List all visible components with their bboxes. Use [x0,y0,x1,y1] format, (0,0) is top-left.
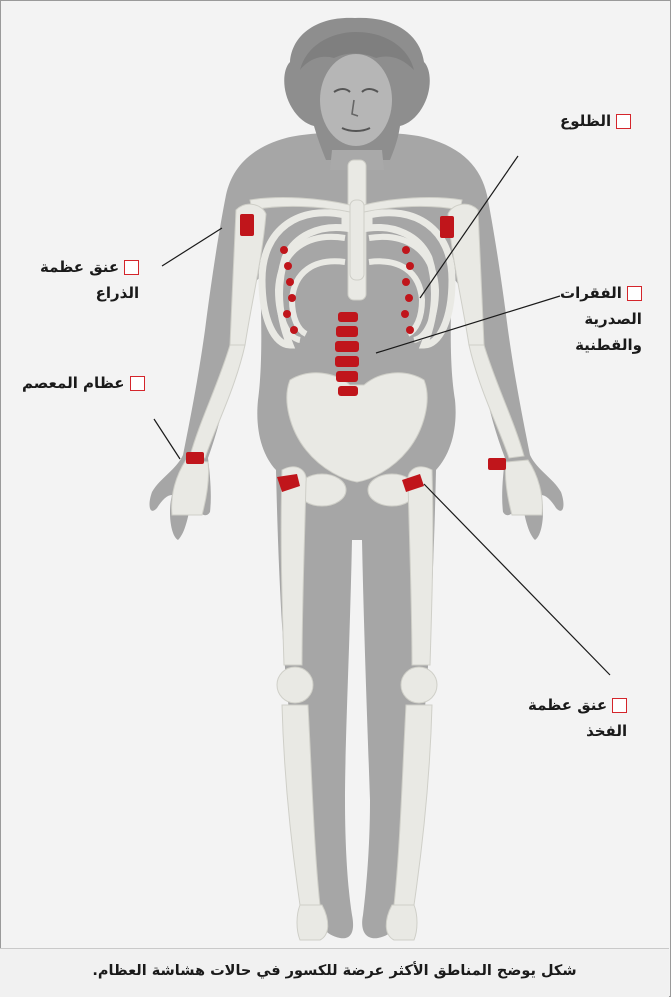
fracture-zone-right-wrist [488,458,506,470]
fracture-zone-left-wrist [186,452,204,464]
label-humerus: عنق عظمة الذراع [40,254,139,306]
fracture-zone-lumbar-2 [336,326,358,337]
marker-box-icon [627,286,642,301]
fracture-zone-right-humerus [440,216,454,238]
leader-line-humerus [162,228,222,266]
figure-caption: شكل يوضح المناطق الأكثر عرضة للكسور في ح… [0,948,669,997]
marker-box-icon [130,376,145,391]
fracture-zone-lumbar-6 [338,386,358,396]
marker-box-icon [616,114,631,129]
fracture-zone-left-humerus [240,214,254,236]
fracture-zone-lumbar-5 [336,371,358,382]
leader-line-wrist [154,419,180,459]
label-femur: عنق عظمة الفخذ [528,692,627,744]
marker-box-icon [124,260,139,275]
fracture-zone-lumbar-4 [335,356,359,367]
fracture-zone-lumbar-1 [338,312,358,322]
fracture-zone-lumbar-3 [335,341,359,352]
label-vertebrae: الفقرات الصدرية والقطنية [560,280,642,358]
marker-box-icon [612,698,627,713]
label-wrist: عظام المعصم [22,370,145,396]
label-ribs: الظلوع [560,108,631,134]
